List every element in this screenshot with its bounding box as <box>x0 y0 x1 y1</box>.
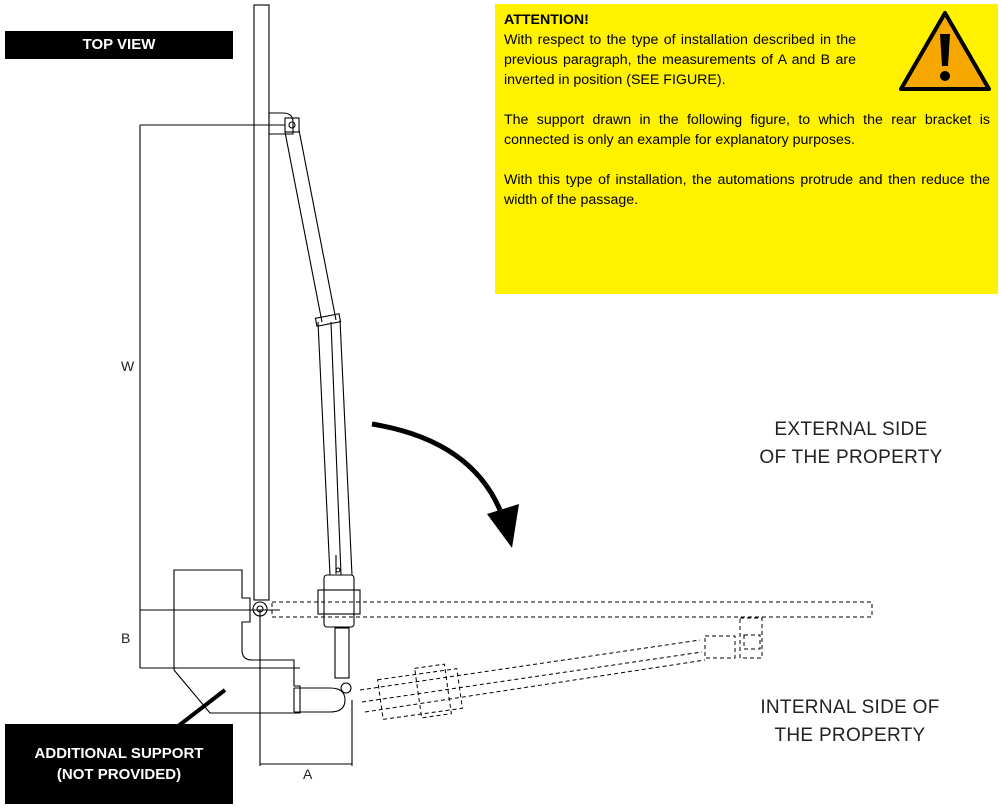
external-line2: OF THE PROPERTY <box>759 447 943 468</box>
attention-paragraph-1: With respect to the type of installation… <box>504 32 856 88</box>
additional-support-line1: ADDITIONAL SUPPORT <box>34 745 204 762</box>
front-bracket <box>268 112 294 135</box>
additional-support-line2: (NOT PROVIDED) <box>56 766 182 783</box>
attention-paragraph-3: With this type of installation, the auto… <box>504 172 990 208</box>
internal-line1: INTERNAL SIDE OF <box>760 697 940 718</box>
gate-leaf-open <box>271 601 873 618</box>
internal-side-label: INTERNAL SIDE OF THE PROPERTY <box>735 694 965 750</box>
attention-title: ATTENTION! <box>504 12 589 28</box>
external-side-label: EXTERNAL SIDE OF THE PROPERTY <box>736 416 966 472</box>
external-line1: EXTERNAL SIDE <box>774 419 928 440</box>
additional-support-shape <box>173 569 301 714</box>
dimension-w-label: W <box>121 358 135 374</box>
swing-arrow <box>371 421 503 511</box>
open-position <box>271 601 873 720</box>
dimension-b-label: B <box>121 630 131 646</box>
internal-line2: THE PROPERTY <box>774 725 926 746</box>
additional-support-label: ADDITIONAL SUPPORT (NOT PROVIDED) <box>5 724 233 804</box>
gate-leaf <box>253 4 270 601</box>
dimension-a-label: A <box>303 766 313 782</box>
warning-triangle-icon <box>899 11 991 91</box>
attention-box: ATTENTION! With respect to the type of i… <box>495 4 998 294</box>
actuator-closed <box>284 129 361 694</box>
attention-paragraph-2: The support drawn in the following figur… <box>504 112 990 148</box>
swing-arrowhead <box>487 504 519 548</box>
top-view-label: TOP VIEW <box>5 31 233 59</box>
